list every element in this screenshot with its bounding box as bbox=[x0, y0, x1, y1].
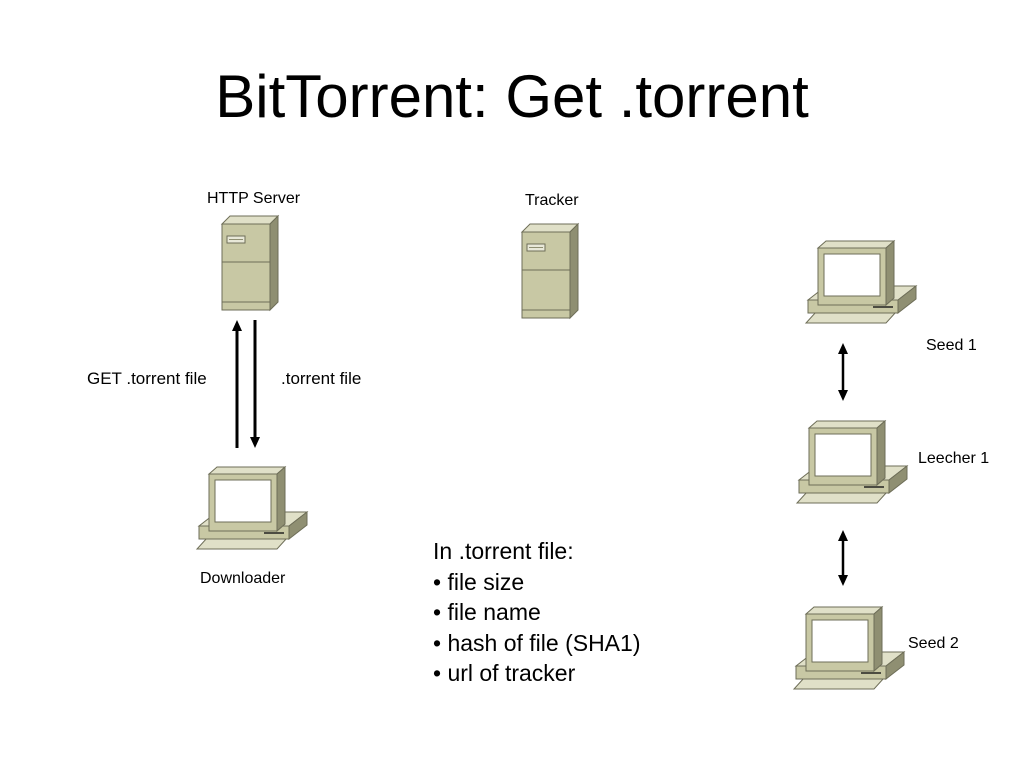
leecher1-computer-icon bbox=[796, 420, 908, 504]
notes-item: • file name bbox=[433, 599, 541, 626]
tracker-server-icon bbox=[521, 223, 579, 319]
tracker-label: Tracker bbox=[525, 192, 579, 209]
seed1-label: Seed 1 bbox=[926, 337, 977, 354]
get-request-arrow bbox=[232, 320, 242, 448]
leecher1-seed2-link-arrow bbox=[838, 530, 848, 586]
seed1-computer-icon bbox=[805, 240, 917, 324]
get-request-label: GET .torrent file bbox=[87, 369, 207, 388]
notes-item: • file size bbox=[433, 568, 525, 595]
http-server-icon bbox=[221, 215, 279, 311]
torrent-response-arrow bbox=[250, 320, 260, 448]
notes-heading: In .torrent file: bbox=[433, 538, 574, 564]
seed2-computer-icon bbox=[793, 606, 905, 690]
http-server-label: HTTP Server bbox=[207, 190, 301, 207]
seed2-label: Seed 2 bbox=[908, 635, 959, 652]
torrent-response-label: .torrent file bbox=[281, 369, 362, 388]
notes-item: • hash of file (SHA1) bbox=[433, 629, 641, 656]
seed1-leecher1-link-arrow bbox=[838, 343, 848, 401]
torrent-contents-notes: In .torrent file: • file size • file nam… bbox=[433, 536, 640, 689]
leecher1-label: Leecher 1 bbox=[918, 450, 990, 467]
slide-title: BitTorrent: Get .torrent bbox=[215, 63, 809, 130]
downloader-label: Downloader bbox=[200, 570, 286, 587]
downloader-computer-icon bbox=[196, 466, 308, 550]
notes-item: • url of tracker bbox=[433, 660, 576, 687]
